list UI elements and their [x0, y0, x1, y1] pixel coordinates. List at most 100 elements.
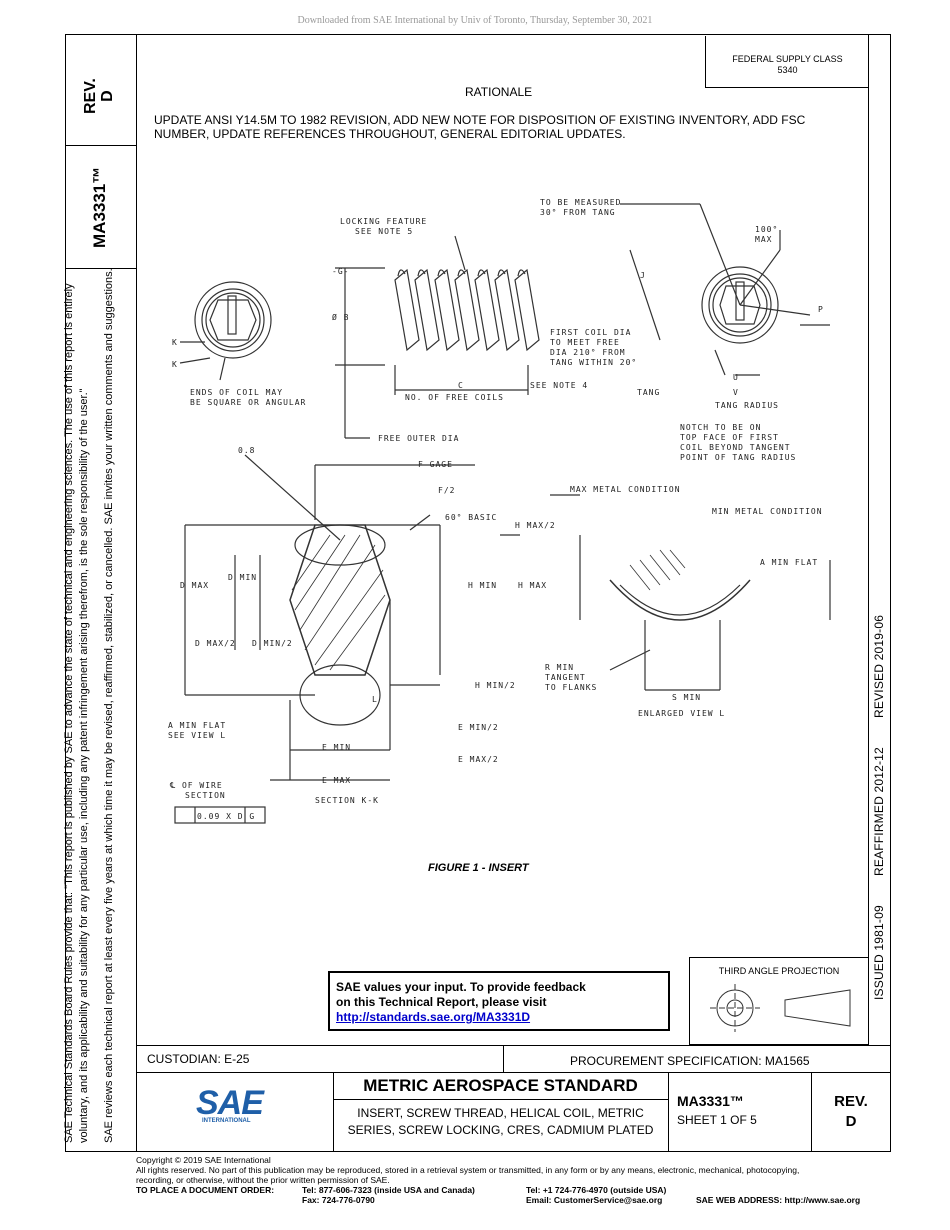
history-issued: ISSUED 1981-09	[872, 905, 886, 1000]
feedback-line-1: SAE values your input. To provide feedba…	[336, 980, 586, 994]
label-tang: TANG	[637, 388, 660, 397]
label-k-1: K	[172, 338, 178, 347]
label-100-max: MAX	[755, 235, 772, 244]
footer-web: SAE WEB ADDRESS: http://www.sae.org	[696, 1195, 861, 1205]
title-block-divider-3	[668, 1072, 669, 1152]
label-p: P	[818, 305, 824, 314]
label-a-min-flat-2: SEE VIEW L	[168, 731, 226, 740]
history-revised: REVISED 2019-06	[872, 614, 886, 718]
figure-caption: FIGURE 1 - INSERT	[428, 862, 529, 874]
label-tolerance: 0.09 X D G	[197, 812, 255, 821]
sae-logo-sub: INTERNATIONAL	[202, 1118, 251, 1124]
label-0-8: 0.8	[238, 446, 255, 455]
sae-logo-mark: SAE	[196, 1084, 264, 1122]
label-dia-b: Ø B	[332, 312, 349, 322]
left-rev-value: D	[99, 90, 116, 102]
label-first-coil-3: DIA 210° FROM	[550, 348, 626, 357]
footer-tel-usa: Tel: 877-606-7323 (inside USA and Canada…	[302, 1185, 475, 1195]
rationale-title: RATIONALE	[465, 85, 533, 99]
side-note-rules: SAE Technical Standards Board Rules prov…	[63, 283, 75, 1143]
title-doc-number: MA3331™	[677, 1093, 744, 1109]
main-title: METRIC AEROSPACE STANDARD	[363, 1076, 638, 1095]
label-to-be-measured-2: 30° FROM TANG	[540, 208, 616, 217]
label-d-max: D MAX	[180, 581, 209, 590]
label-j: J	[640, 271, 646, 280]
subtitle-line-2: SERIES, SCREW LOCKING, CRES, CADMIUM PLA…	[347, 1123, 654, 1137]
label-d-max-2: D MAX/2	[195, 639, 236, 648]
label-first-coil-2: TO MEET FREE	[550, 338, 620, 347]
page-frame	[65, 34, 891, 1152]
left-rev-block: REV. D	[82, 78, 116, 114]
label-100-deg: 100°	[755, 225, 778, 234]
sheet-number: SHEET 1 OF 5	[677, 1113, 757, 1127]
label-c: C	[458, 381, 464, 390]
label-f-gage: F GAGE	[418, 460, 453, 469]
label-wire-section-1: ℄ OF WIRE	[169, 781, 223, 790]
label-v: V	[733, 388, 739, 397]
label-60-basic: 60° BASIC	[445, 513, 497, 522]
footer: Copyright © 2019 SAE International All r…	[136, 1155, 896, 1205]
third-angle-title: THIRD ANGLE PROJECTION	[718, 966, 840, 976]
sheet-box: MA3331™ SHEET 1 OF 5	[677, 1093, 757, 1127]
label-first-coil-1: FIRST COIL DIA	[550, 328, 631, 337]
label-d-min-2: D MIN/2	[252, 639, 293, 648]
label-r-min-3: TO FLANKS	[545, 683, 597, 692]
title-block-rule-mid	[136, 1072, 891, 1073]
footer-rights-2: recording, or otherwise, without the pri…	[136, 1175, 390, 1185]
label-first-coil-4: TANG WITHIN 20°	[550, 358, 637, 367]
label-r-min-2: TANGENT	[545, 673, 586, 682]
label-s-min: S MIN	[672, 693, 701, 702]
label-to-be-measured-1: TO BE MEASURED	[540, 198, 621, 207]
label-e-min-2: E MIN/2	[458, 723, 499, 732]
feedback-box: SAE values your input. To provide feedba…	[328, 971, 670, 1031]
feedback-line-2: on this Technical Report, please visit	[336, 995, 547, 1009]
label-notch-2: TOP FACE OF FIRST	[680, 433, 779, 442]
label-enlarged-view: ENLARGED VIEW L	[638, 709, 725, 718]
footer-copyright: Copyright © 2019 SAE International	[136, 1155, 271, 1165]
label-l: L	[372, 695, 378, 704]
label-r-min-1: R MIN	[545, 663, 574, 672]
label-f-half: F/2	[438, 486, 455, 495]
label-a-min-flat-v: A MIN FLAT	[760, 558, 818, 567]
left-strip-rule-2	[65, 268, 137, 269]
left-rev-label: REV.	[82, 78, 99, 114]
label-e-max-2: E MAX/2	[458, 755, 499, 764]
drawing-labels: LOCKING FEATURE SEE NOTE 5 -G- Ø B K K E…	[168, 198, 824, 821]
title-block-rule-title	[333, 1099, 668, 1100]
title-rev-value: D	[845, 1113, 857, 1130]
label-g-datum: -G-	[332, 267, 349, 276]
footer-fax: Fax: 724-776-0790	[302, 1195, 375, 1205]
download-note: Downloaded from SAE International by Uni…	[297, 15, 653, 26]
history-reaffirmed: REAFFIRMED 2012-12	[872, 747, 886, 877]
label-notch-1: NOTCH TO BE ON	[680, 423, 761, 432]
label-ends-of-coil-2: BE SQUARE OR ANGULAR	[190, 398, 306, 407]
fsc-label: FEDERAL SUPPLY CLASS	[732, 54, 843, 64]
history-strip-divider	[868, 34, 869, 1045]
title-block-rule-top	[136, 1045, 891, 1046]
label-see-note-4: SEE NOTE 4	[530, 381, 588, 390]
history-strip: ISSUED 1981-09 REAFFIRMED 2012-12 REVISE…	[872, 615, 886, 1000]
figure-1-drawing: LOCKING FEATURE SEE NOTE 5 -G- Ø B K K E…	[168, 198, 831, 824]
label-notch-4: POINT OF TANG RADIUS	[680, 453, 796, 462]
third-angle-projection: THIRD ANGLE PROJECTION	[689, 957, 869, 1045]
footer-tel-outside: Tel: +1 724-776-4970 (outside USA)	[526, 1185, 667, 1195]
label-d-min: D MIN	[228, 573, 257, 582]
feedback-link[interactable]: http://standards.sae.org/MA3331D	[336, 1010, 531, 1024]
footer-rights: All rights reserved. No part of this pub…	[136, 1165, 800, 1175]
label-k-2: K	[172, 360, 178, 369]
footer-order-label: TO PLACE A DOCUMENT ORDER:	[136, 1185, 275, 1195]
label-h-min-2: H MIN/2	[475, 681, 516, 690]
rationale-text: UPDATE ANSI Y14.5M TO 1982 REVISION, ADD…	[154, 113, 806, 141]
title-block-divider-4	[811, 1072, 812, 1152]
title-rev-label: REV.	[834, 1093, 868, 1110]
label-wire-section-2: SECTION	[185, 791, 226, 800]
custodian: CUSTODIAN: E-25	[147, 1052, 250, 1066]
label-e-max: E MAX	[322, 776, 351, 785]
label-locking-feature: LOCKING FEATURE	[340, 217, 427, 226]
left-doc-number: MA3331™	[90, 166, 109, 248]
federal-supply-class: FEDERAL SUPPLY CLASS 5340	[705, 36, 869, 88]
title-block-divider-1	[503, 1045, 504, 1072]
label-u: U	[733, 373, 739, 382]
label-section-kk: SECTION K-K	[315, 796, 379, 805]
title-rev-box: REV. D	[811, 1092, 891, 1132]
